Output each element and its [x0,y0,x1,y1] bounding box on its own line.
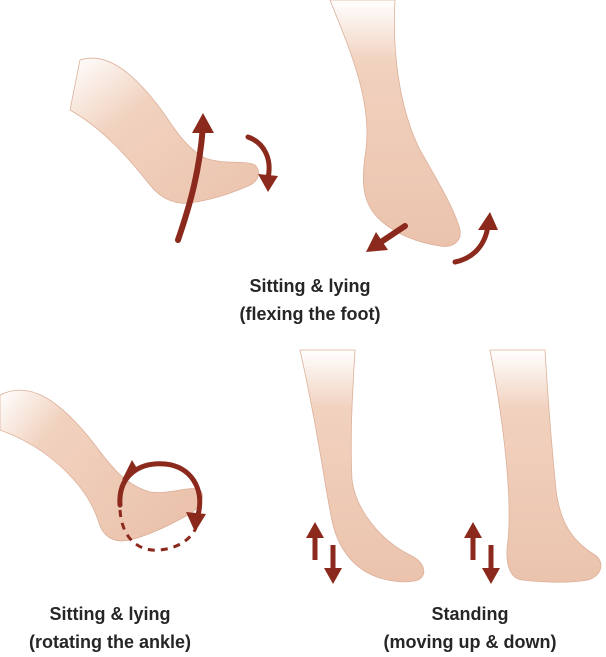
caption-line: Sitting & lying [0,600,220,628]
foot-standing-raised [300,350,424,584]
up-arrow-icon [192,113,214,133]
caption-line: (flexing the foot) [170,300,450,328]
leg-shape [70,58,259,203]
caption-line: (rotating the ankle) [0,628,220,656]
caption-standing: Standing (moving up & down) [340,600,600,656]
caption-line: Standing [340,600,600,628]
caption-flexing: Sitting & lying (flexing the foot) [170,272,450,328]
arrow-head-icon [324,568,342,584]
arrow-head-icon [258,174,278,192]
foot-standing-flat [464,350,601,584]
caption-line: Sitting & lying [170,272,450,300]
foot-flex-lying [330,0,498,262]
arrow-head-icon [482,568,500,584]
arrow-head-icon [306,522,324,538]
leg-shape [300,350,424,582]
foot-flex-sitting [70,58,278,240]
leg-shape [490,350,601,582]
foot-rotate [0,390,206,550]
arrow-head-icon [464,522,482,538]
caption-line: (moving up & down) [340,628,600,656]
caption-rotating: Sitting & lying (rotating the ankle) [0,600,220,656]
leg-shape [330,0,460,246]
arrow-head-icon [478,212,498,230]
